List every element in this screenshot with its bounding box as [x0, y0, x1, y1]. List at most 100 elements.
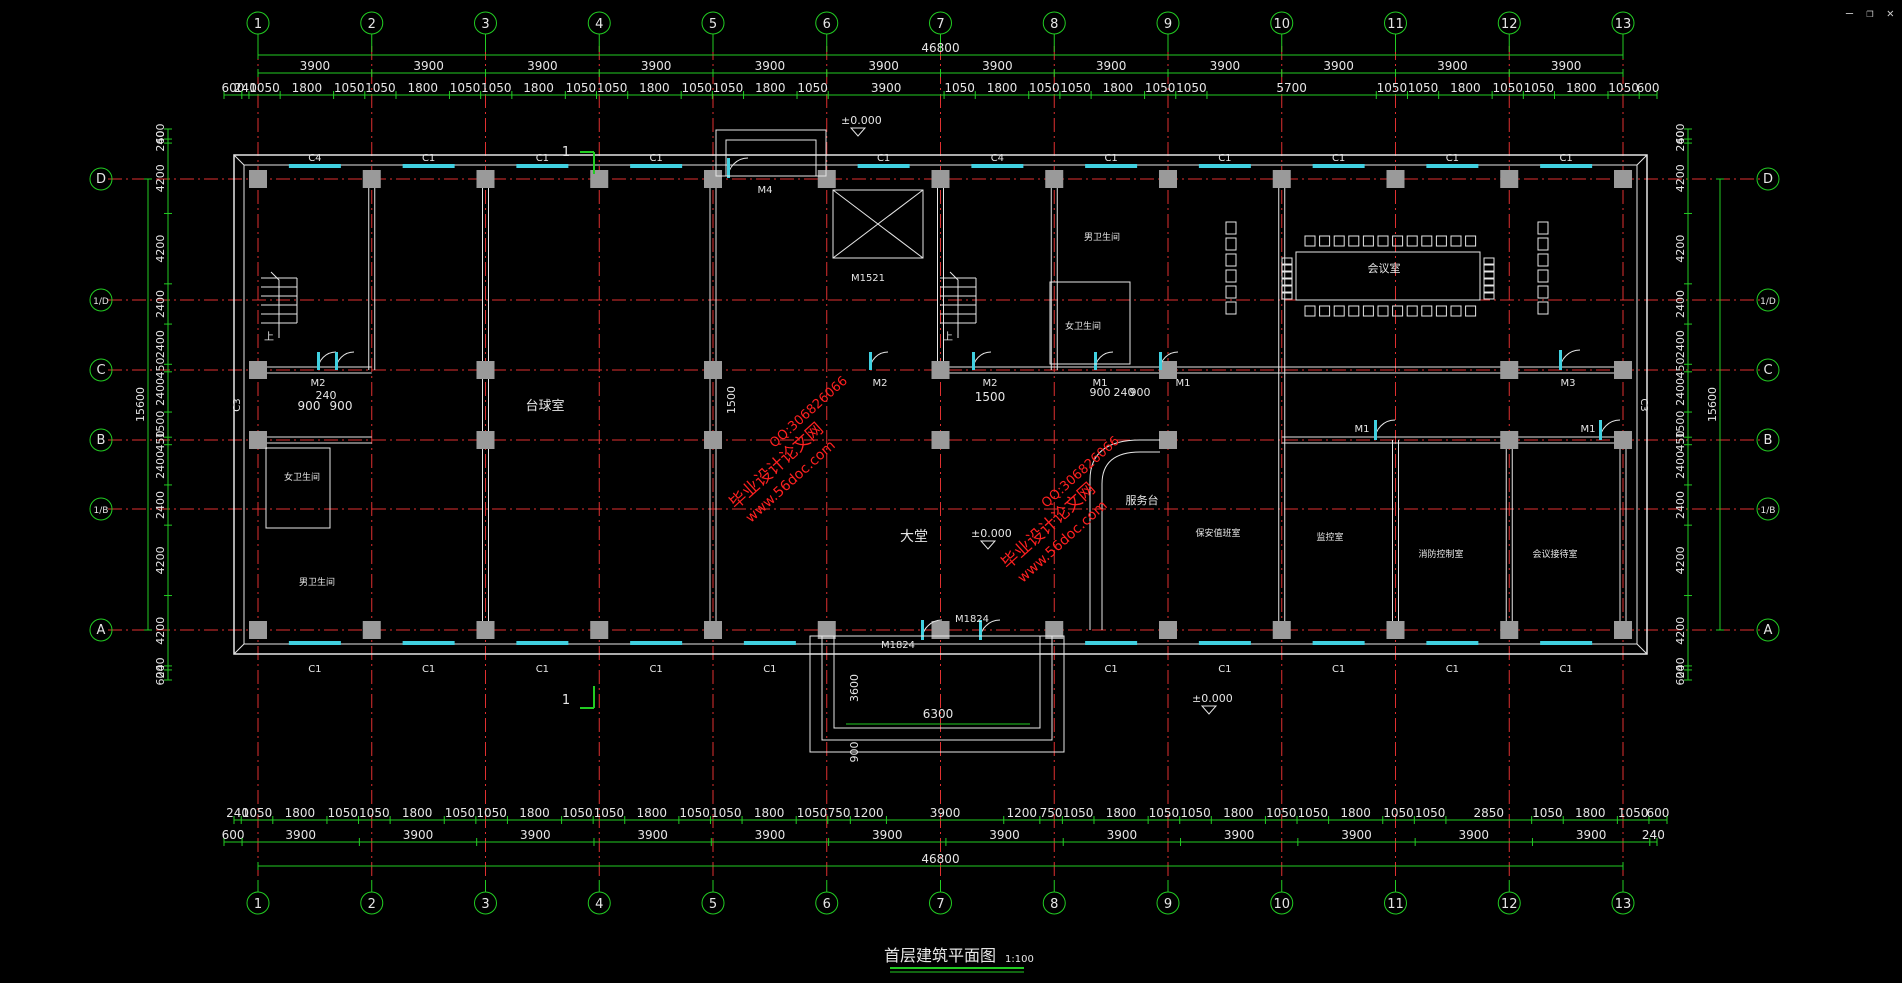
dim-bays-bottom-text-7: 3900 [989, 828, 1020, 842]
window-top-1 [402, 164, 455, 168]
window-label-top-6: C4 [991, 153, 1004, 164]
elevation-top-symbol [849, 127, 867, 137]
door-m1-c-label: M1 [1355, 424, 1370, 435]
dim-right-detail-text-13: 4200 [1674, 617, 1687, 645]
axis-label-bottom-9: 9 [1164, 897, 1172, 912]
door-m1-c-leaf [1374, 420, 1377, 440]
dim-right-detail-text-14: 240 [1674, 657, 1687, 678]
column-D-10 [1272, 170, 1291, 188]
room-label-fire-control: 消防控制室 [1418, 548, 1463, 560]
dim-right-detail-text-12: 4200 [1674, 546, 1687, 574]
axis-bubble-left-B [89, 428, 113, 452]
column-A-2 [362, 621, 381, 639]
chair-far-right-5 [1537, 301, 1549, 315]
dim-detail-top-text-25: 5700 [1276, 81, 1307, 95]
window-label-top-0: C4 [308, 153, 321, 164]
dim-detail-bottom-text-13: 1050 [711, 806, 742, 820]
dim-bays-bottom-text-4: 3900 [637, 828, 668, 842]
dim-detail-top-text-29: 1050 [1492, 81, 1523, 95]
axis-label-top-11: 11 [1387, 17, 1404, 32]
room-label-female-wc-1: 女卫生间 [1065, 320, 1101, 332]
dim-detail-top-text-5: 1050 [365, 81, 396, 95]
column-A-3 [476, 621, 495, 639]
window-label-top-7: C1 [1104, 153, 1117, 164]
dim-bays-bottom-text-10: 3900 [1341, 828, 1372, 842]
axis-label-bottom-1: 1 [254, 897, 262, 912]
dim-detail-bottom-text-7: 1050 [476, 806, 507, 820]
dim-bays-top-text-0: 3900 [300, 59, 331, 73]
axis-bubble-left-A [89, 618, 113, 642]
axis-label-bottom-10: 10 [1273, 897, 1290, 912]
dim-detail-top-text-16: 1050 [797, 81, 828, 95]
corner-tr [1636, 154, 1648, 166]
window-top-8 [1198, 164, 1251, 168]
dim-bays-bottom-text-9: 3900 [1224, 828, 1255, 842]
dim-detail-top-text-28: 1800 [1450, 81, 1481, 95]
dim-detail-top-text-4: 1050 [334, 81, 365, 95]
dim-bays-bottom-text-5: 3900 [755, 828, 786, 842]
column-A-1 [249, 621, 267, 639]
dim-bays-top-text-3: 3900 [641, 59, 672, 73]
dim-detail-top-text-0: 600 [221, 81, 244, 95]
door-m1824-b-label: M1824 [955, 614, 989, 625]
axis-label-left-C: C [96, 363, 105, 378]
column-D-1 [249, 170, 267, 188]
corner-br [1636, 643, 1648, 655]
vestibule-outer [715, 129, 827, 177]
column-D-7 [931, 170, 950, 188]
window-label-bottom-8: C1 [1218, 664, 1231, 675]
window-top-6 [971, 164, 1024, 168]
dim-detail-bottom-text-10: 1050 [594, 806, 625, 820]
stair-west-arrow [270, 271, 280, 338]
chair-right-1 [1483, 264, 1495, 272]
minimize-icon[interactable]: — [1845, 6, 1854, 20]
chair-bot-7 [1406, 305, 1418, 317]
dim-detail-bottom-text-26: 1050 [1266, 806, 1297, 820]
column-A-6 [817, 621, 836, 639]
window-label-bottom-0: C1 [308, 664, 321, 675]
dim-detail-top-text-6: 1800 [407, 81, 438, 95]
door-m1-a-label: M1 [1093, 378, 1108, 389]
axis-bubble-right-A [1756, 618, 1780, 642]
restore-icon[interactable]: ❐ [1866, 6, 1874, 20]
axis-label-right-D: D [1763, 172, 1773, 187]
dim-detail-bottom-text-29: 1050 [1383, 806, 1414, 820]
dim-right-detail-text-1: 240 [1674, 131, 1687, 152]
dim-bays-bottom-text-2: 3900 [403, 828, 434, 842]
room-label-billiard: 台球室 [525, 398, 564, 414]
window-label-bottom-10: C1 [1446, 664, 1459, 675]
door-m1824-b-leaf [979, 620, 982, 640]
meeting-table [1295, 251, 1481, 301]
column-C-13 [1614, 361, 1632, 379]
dim-detail-bottom-text-33: 1800 [1575, 806, 1606, 820]
chair-far-left-4 [1225, 285, 1237, 299]
elevation-exterior-symbol [1200, 705, 1218, 715]
dim-bays-bottom-text-3: 3900 [520, 828, 551, 842]
dim-left-detail-text-5: 2400 [154, 330, 167, 358]
column-D-12 [1500, 170, 1519, 188]
dim-detail-bottom-text-32: 1050 [1532, 806, 1563, 820]
window-top-9 [1312, 164, 1365, 168]
chair-bot-2 [1333, 305, 1345, 317]
dim-bays-top-text-9: 3900 [1323, 59, 1354, 73]
window-bottom-3 [630, 641, 683, 645]
chair-right-3 [1483, 278, 1495, 286]
chair-bot-0 [1304, 305, 1316, 317]
close-icon[interactable]: ✕ [1886, 6, 1894, 20]
dim-bays-bottom-text-8: 3900 [1107, 828, 1138, 842]
dim-right-detail-text-8: 1500 [1674, 411, 1687, 439]
dim-left-detail-text-0: 600 [154, 124, 167, 145]
column-D-6 [817, 170, 836, 188]
column-C-1 [249, 361, 267, 379]
dim-detail-bottom-text-21: 1050 [1063, 806, 1094, 820]
dim-local-5: 900 [1090, 386, 1111, 399]
elevation-exterior-text: ±0.000 [1192, 692, 1233, 705]
room-label-male-wc-2: 男卫生间 [299, 576, 335, 588]
dim-detail-bottom-text-22: 1800 [1106, 806, 1137, 820]
service-desk-outer [1089, 439, 1160, 630]
room-label-male-wc-1: 男卫生间 [1084, 231, 1120, 243]
axis-label-bottom-13: 13 [1615, 897, 1632, 912]
dim-detail-bottom-text-18: 3900 [930, 806, 961, 820]
